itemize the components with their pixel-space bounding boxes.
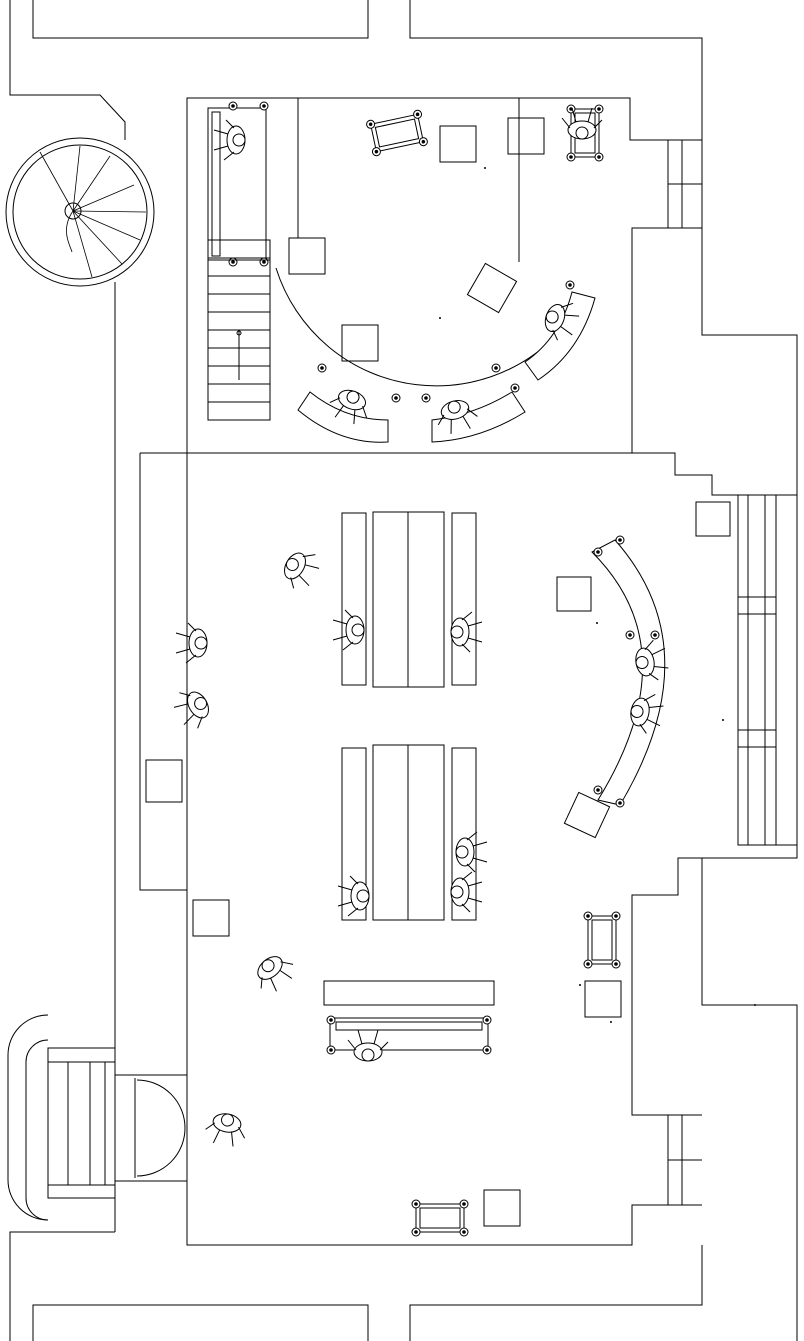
entrance-double-door [115, 1075, 187, 1181]
entrance-steps [8, 1015, 115, 1220]
outer-walls [10, 0, 797, 1341]
curved-bench [592, 535, 671, 808]
lower-right-window [668, 1115, 702, 1205]
dining-tables [332, 512, 488, 920]
standing-people [168, 543, 325, 1149]
hall-bench-and-table [324, 981, 494, 1062]
upper-room-furniture [213, 104, 604, 442]
hall-side-tables [146, 502, 730, 1237]
wall-bench [208, 101, 270, 267]
upper-room-walls [187, 98, 702, 453]
straight-staircase [208, 240, 270, 420]
spiral-staircase [6, 138, 154, 286]
right-window-bays [738, 495, 797, 845]
survey-dots [439, 167, 756, 1023]
